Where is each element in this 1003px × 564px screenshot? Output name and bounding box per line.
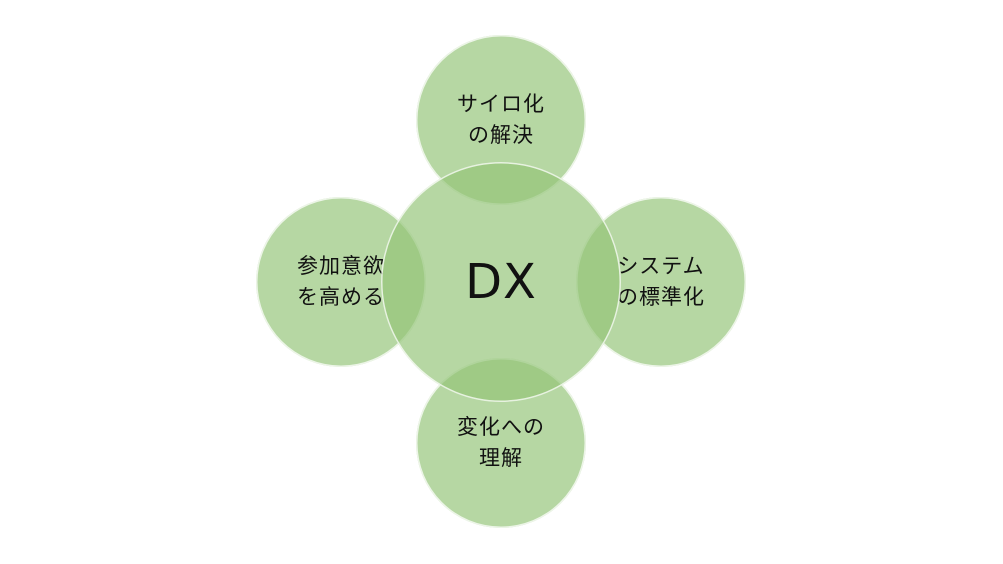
node-label-top: サイロ化 の解決 — [457, 92, 545, 147]
center-circle-dx: DX — [381, 162, 621, 402]
node-label-right: システム の標準化 — [617, 254, 705, 309]
center-label: DX — [465, 254, 537, 310]
node-label-bottom: 変化への 理解 — [457, 415, 545, 470]
node-label-left: 参加意欲 を高める — [297, 254, 385, 309]
